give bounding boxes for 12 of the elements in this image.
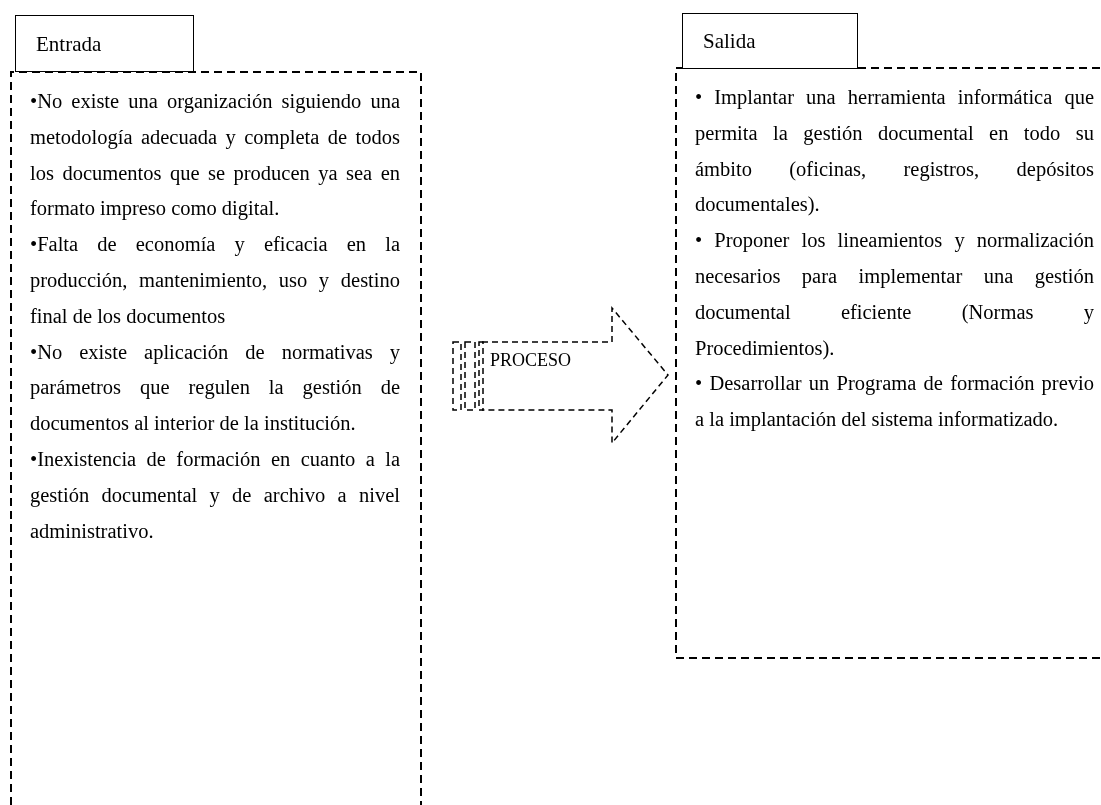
bullet-text: • Proponer los lineamientos y normalización necesarios para implementar una gestión documental eficiente (Normas y Procedimientos). bbox=[695, 228, 1094, 362]
bullet-text: •No existe una organización siguiendo una metodología adecuada y completa de todos los documentos que se producen ya sea en formato impreso como digital. bbox=[30, 89, 400, 222]
bullet-text: •Inexistencia de formación en cuanto a la gestión documental y de archivo a nivel administrativo. bbox=[30, 446, 400, 544]
bullet-text: •No existe aplicación de normativas y parámetros que regulen la gestión de documentos al interior de la institución. bbox=[30, 339, 400, 437]
arrow-label: PROCESO bbox=[490, 349, 572, 371]
bullet-text: • Implantar una herramienta informática que permita la gestión documental en todo su ámbito (oficinas, registros, depósitos documentales). bbox=[695, 85, 1094, 218]
bullet-text: • Desarrollar un Programa de formación previo a la implantación del sistema informatizado. bbox=[695, 371, 1094, 433]
header-box bbox=[15, 15, 194, 72]
header-label: Entrada bbox=[36, 32, 102, 56]
header-label: Salida bbox=[703, 29, 756, 53]
header-box bbox=[682, 13, 858, 69]
bullet-text: •Falta de economía y eficacia en la producción, mantenimiento, uso y destino final de los documentos bbox=[30, 232, 400, 329]
